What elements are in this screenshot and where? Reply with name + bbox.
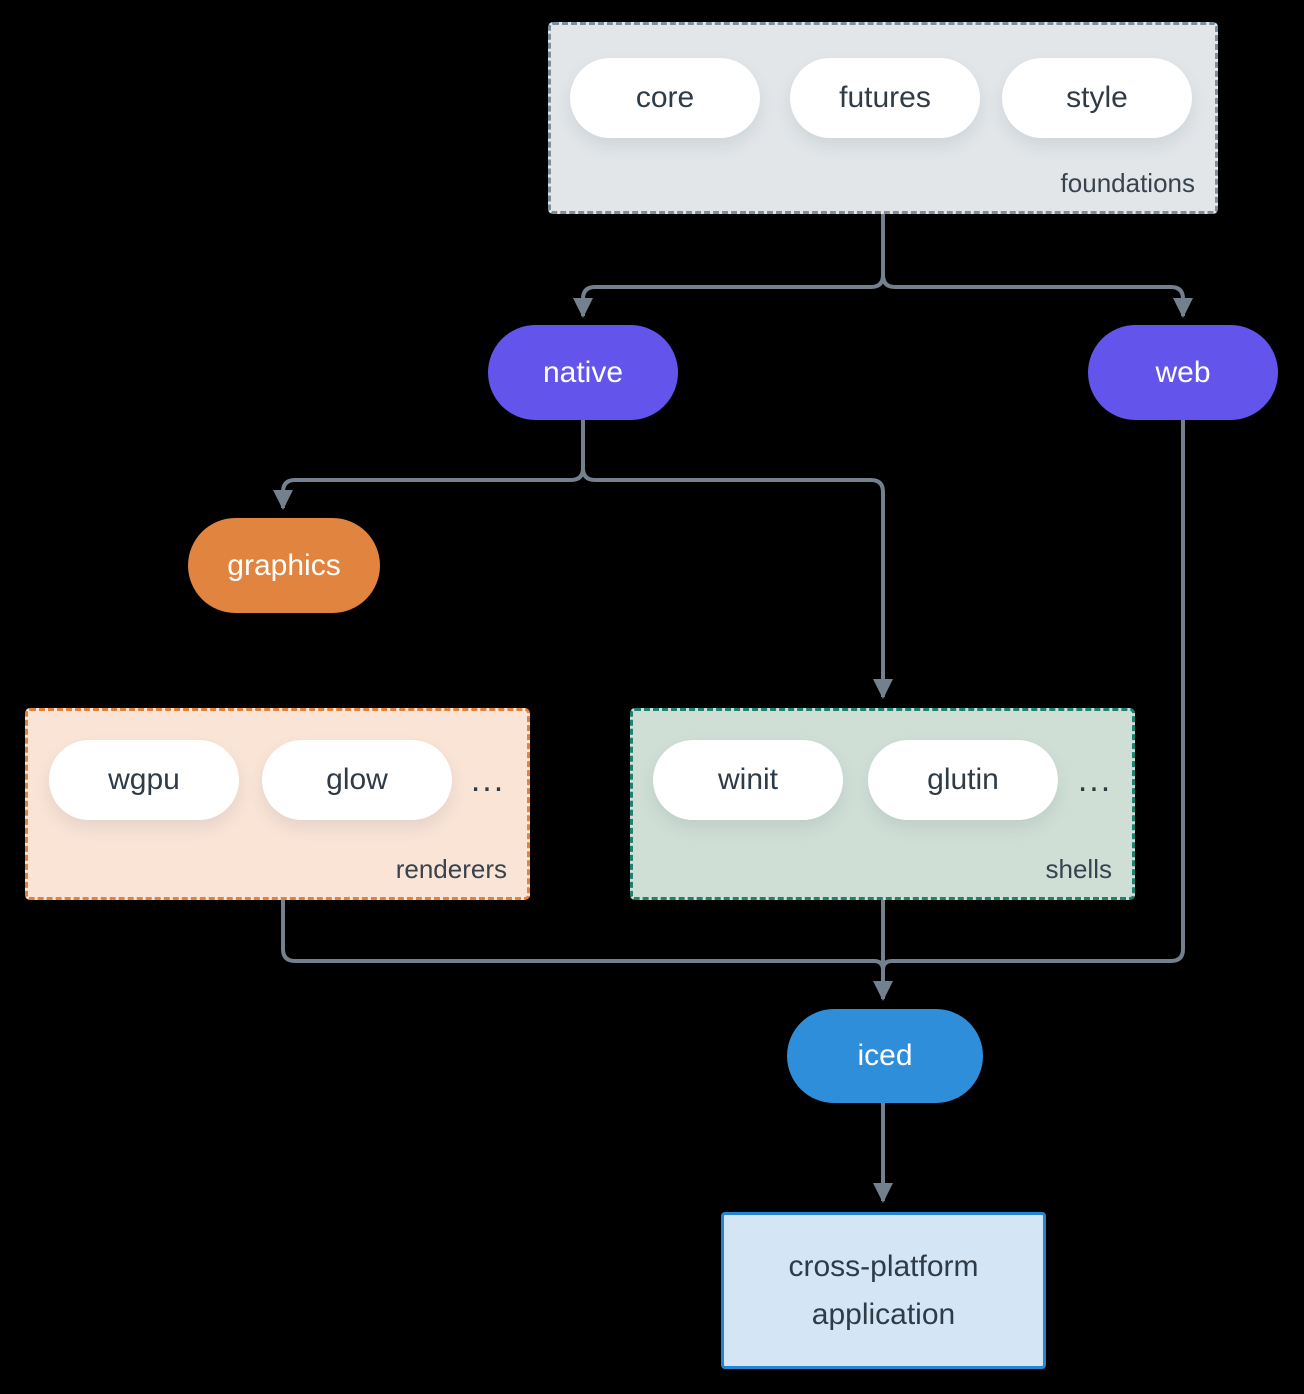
node-web: web bbox=[1088, 325, 1278, 420]
node-wgpu: wgpu bbox=[49, 740, 239, 820]
group-shells: winit glutin ... shells bbox=[630, 708, 1135, 900]
application-label-line2: application bbox=[811, 1297, 956, 1331]
application-label-line1: cross-platform bbox=[788, 1249, 979, 1283]
node-style: style bbox=[1002, 58, 1192, 138]
node-core: core bbox=[570, 58, 760, 138]
node-winit: winit bbox=[653, 740, 843, 820]
node-glow: glow bbox=[262, 740, 452, 820]
renderers-ellipsis: ... bbox=[470, 760, 506, 799]
edge-foundations-native bbox=[573, 214, 885, 318]
shells-ellipsis: ... bbox=[1077, 760, 1113, 799]
group-renderers-label: renderers bbox=[395, 854, 507, 884]
group-renderers: wgpu glow ... renderers bbox=[25, 708, 530, 900]
edge-native-shells bbox=[581, 420, 893, 699]
group-foundations: core futures style foundations bbox=[548, 22, 1218, 214]
node-iced: iced bbox=[787, 1009, 983, 1103]
edge-foundations-web bbox=[881, 214, 1193, 318]
group-shells-label: shells bbox=[1045, 854, 1112, 884]
node-graphics: graphics bbox=[188, 518, 380, 613]
edge-renderers-merge bbox=[281, 900, 885, 971]
group-foundations-label: foundations bbox=[1060, 168, 1195, 198]
node-futures: futures bbox=[790, 58, 980, 138]
node-native: native bbox=[488, 325, 678, 420]
edge-native-graphics bbox=[273, 420, 585, 510]
node-glutin: glutin bbox=[868, 740, 1058, 820]
node-application: cross-platform application bbox=[721, 1212, 1046, 1369]
